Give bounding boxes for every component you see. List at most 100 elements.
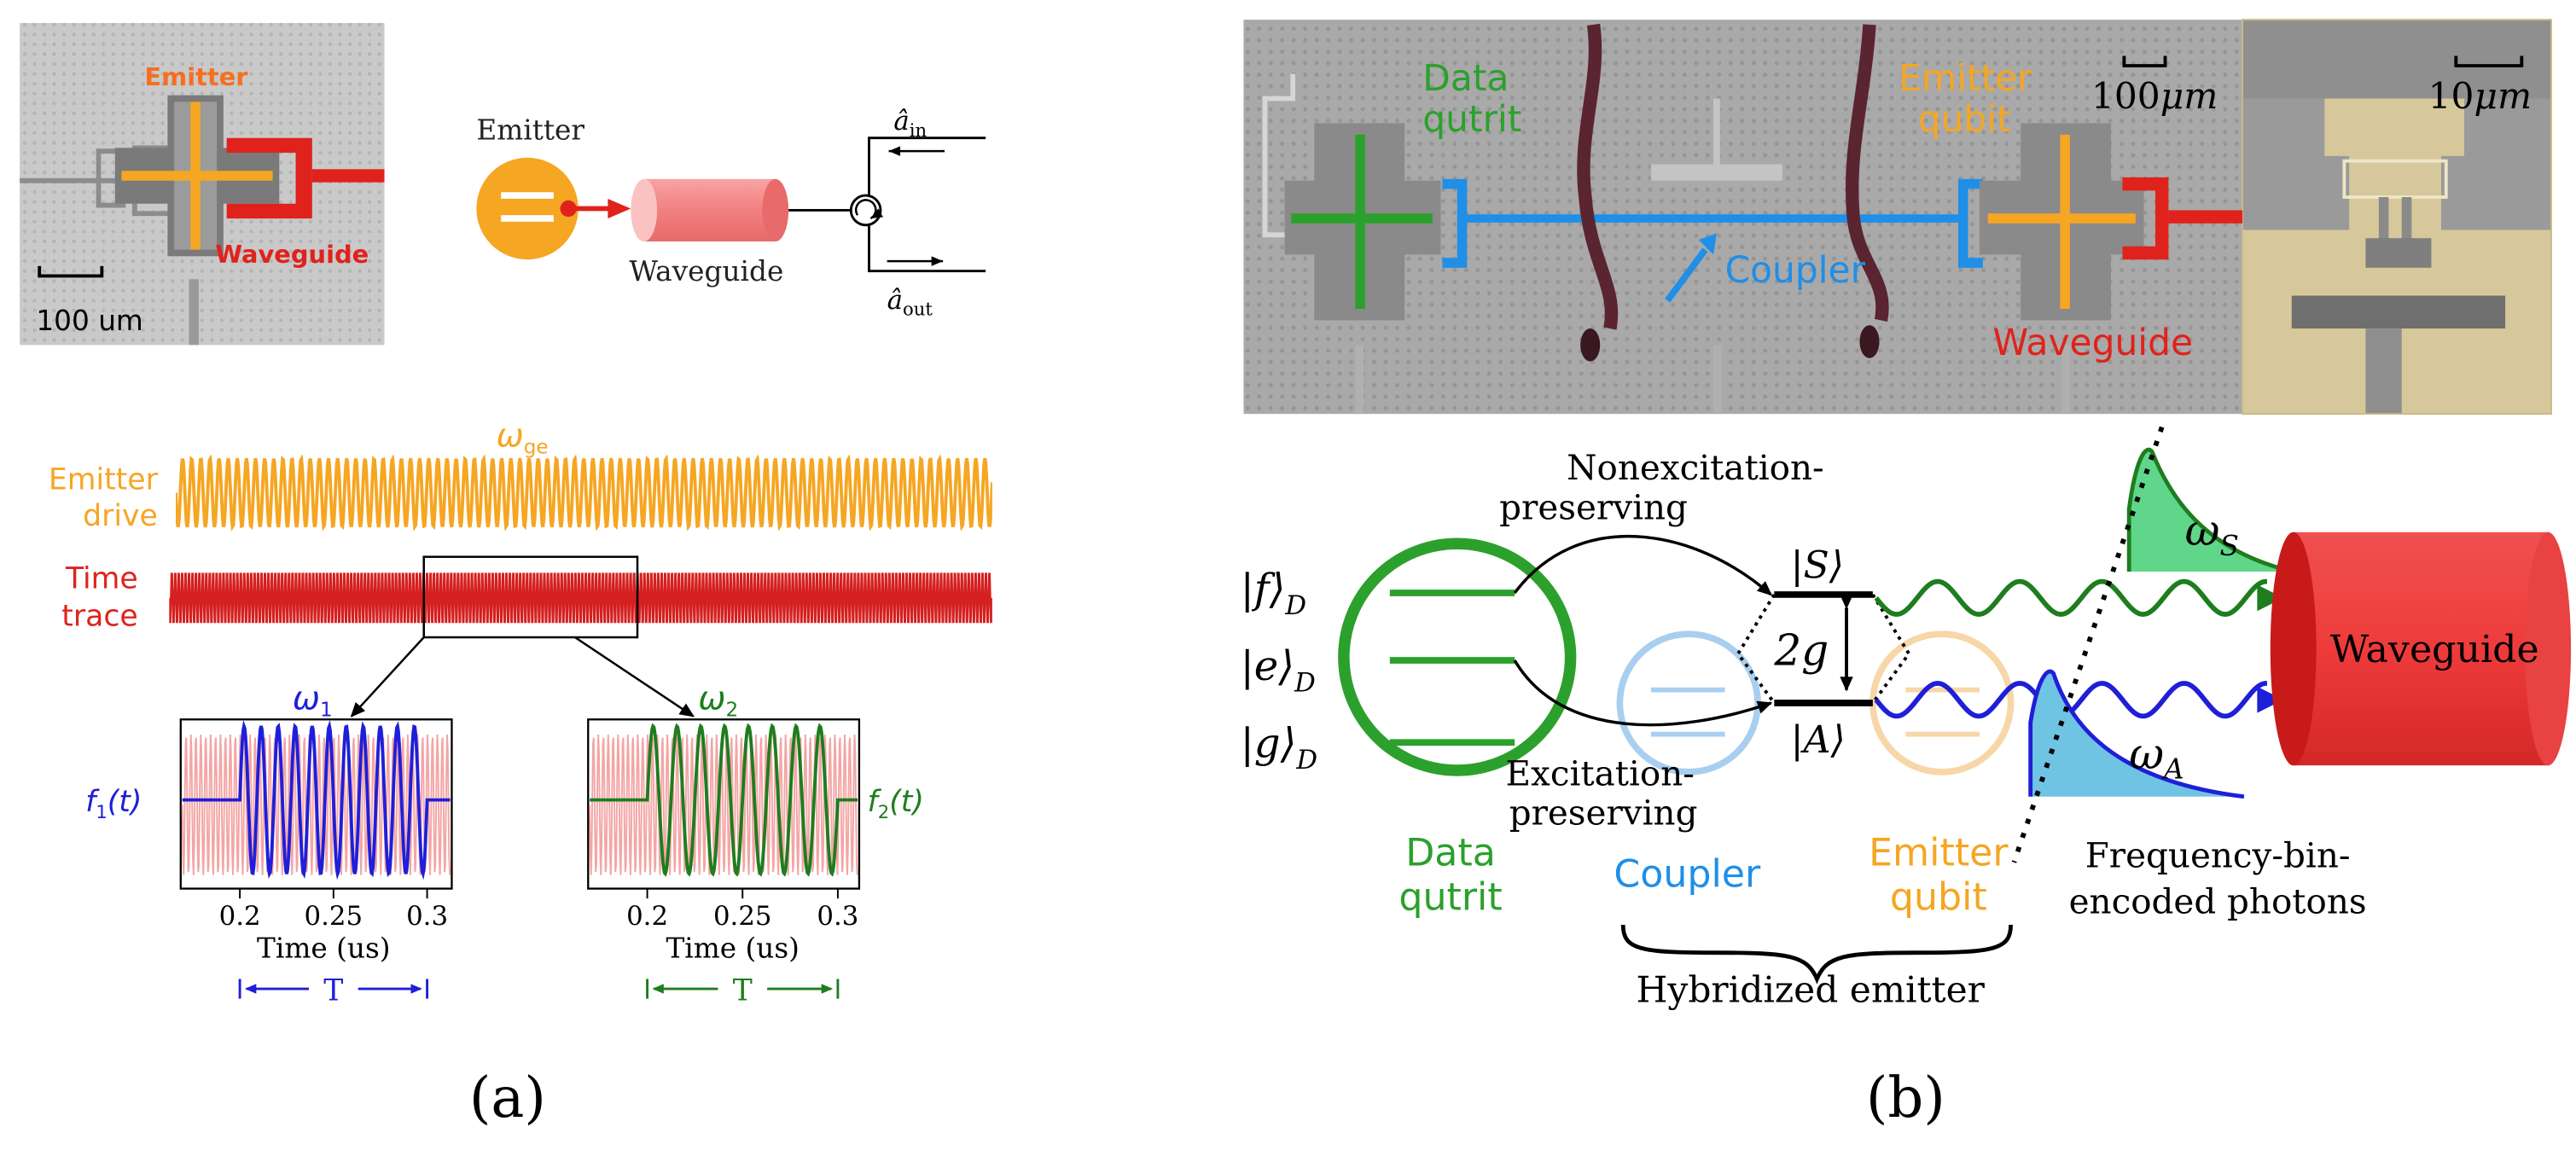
inset-omega2: ω2 f2(t) 0.2 0.25 0.3 Time (us) T bbox=[587, 680, 924, 1008]
omega-ge-symbol: ω bbox=[496, 417, 523, 456]
inset-omega1: ω1 f1(t) 0.2 0.25 0.3 Time (us) T bbox=[85, 680, 453, 1008]
panel-b-scheme: Nonexcitation- preserving |f⟩D |e⟩D |g⟩D… bbox=[1241, 426, 2572, 1010]
ket-S: |S⟩ bbox=[1791, 544, 1845, 588]
inset1-xtick-2: 0.3 bbox=[406, 901, 448, 932]
omega-S-subscript: S bbox=[2219, 530, 2238, 562]
svg-text:|e⟩D: |e⟩D bbox=[1241, 642, 1316, 698]
emitter-drive-label-2: drive bbox=[83, 499, 158, 533]
exc-label-2: preserving bbox=[1509, 793, 1698, 834]
ket-e: |e⟩ bbox=[1241, 642, 1294, 690]
nonexc-label-2: preserving bbox=[1499, 486, 1688, 527]
ket-f: |f⟩ bbox=[1241, 566, 1286, 613]
scale-bar-2-value: 10 bbox=[2428, 75, 2474, 117]
coupler-circle bbox=[1616, 630, 1761, 776]
emitter-circle bbox=[1869, 630, 2015, 776]
micrograph-emitter-label-1: Emitter bbox=[1899, 57, 2032, 99]
zoom-window bbox=[422, 555, 639, 639]
micrograph-waveguide-label: Waveguide bbox=[1992, 322, 2193, 363]
photon-wave-S bbox=[1874, 578, 2267, 617]
svg-text:f1(t): f1(t) bbox=[85, 785, 142, 822]
panel-a-micrograph: Emitter Waveguide 100 um bbox=[20, 22, 385, 346]
photons-label-2: encoded photons bbox=[2069, 880, 2367, 921]
data-qutrit-label-2: qutrit bbox=[1398, 876, 1502, 920]
ket-f-sub: D bbox=[1284, 590, 1306, 621]
inset2-signal-wave bbox=[590, 723, 858, 877]
data-qutrit-label-1: Data bbox=[1405, 832, 1496, 875]
ket-g-sub: D bbox=[1295, 745, 1317, 776]
inset2-background-wave bbox=[589, 735, 858, 875]
hybridized-brace bbox=[1620, 924, 2013, 985]
omega2-symbol: ω bbox=[698, 680, 725, 718]
emitter-qubit-label-1: Emitter bbox=[1869, 832, 2009, 875]
micrograph-data-label-1: Data bbox=[1422, 57, 1509, 99]
schematic-waveguide-label: Waveguide bbox=[629, 255, 783, 288]
f2-arg: (t) bbox=[889, 785, 924, 819]
inset1-period: T bbox=[323, 974, 343, 1008]
omega-A-subscript: A bbox=[2161, 753, 2184, 786]
a-out-subscript: out bbox=[903, 299, 933, 320]
coupling-label: 2g bbox=[1773, 626, 1829, 676]
inset1-xtick-0: 0.2 bbox=[219, 901, 261, 932]
micrograph-data-label-2: qutrit bbox=[1422, 98, 1521, 140]
waveguide-label: Waveguide bbox=[2330, 628, 2539, 671]
micrograph-emitter-label: Emitter bbox=[144, 62, 248, 91]
ket-A: |A⟩ bbox=[1791, 718, 1846, 762]
svg-text:|g⟩D: |g⟩D bbox=[1241, 720, 1318, 776]
time-trace-wave bbox=[169, 572, 992, 624]
omega-S-symbol: ω bbox=[2185, 506, 2220, 555]
a-out-symbol: â bbox=[887, 285, 903, 316]
panel-b-micrograph: Data qutrit Emitter qubit Coupler Wavegu… bbox=[1243, 19, 2552, 415]
photons-label-1: Frequency-bin- bbox=[2085, 835, 2351, 876]
a-in-symbol: â bbox=[893, 106, 909, 137]
ket-e-sub: D bbox=[1294, 668, 1316, 699]
ket-g: |g⟩ bbox=[1241, 720, 1297, 768]
inset2-xtick-1: 0.25 bbox=[713, 901, 772, 932]
micrograph-emitter-label-2: qubit bbox=[1918, 98, 2011, 140]
coupler-label: Coupler bbox=[1614, 853, 1761, 897]
inset1-xtick-1: 0.25 bbox=[305, 901, 363, 932]
omega2-subscript: 2 bbox=[726, 699, 739, 721]
inset2-xlabel: Time (us) bbox=[666, 932, 799, 964]
svg-text:ωge: ωge bbox=[496, 417, 548, 459]
emitter-qubit-label-2: qubit bbox=[1890, 876, 1987, 920]
svg-text:ω1: ω1 bbox=[293, 680, 333, 722]
a-in-subscript: in bbox=[910, 119, 927, 141]
inset1-xlabel: Time (us) bbox=[257, 932, 390, 964]
omega1-subscript: 1 bbox=[320, 699, 333, 721]
photon-pulse-S bbox=[2129, 450, 2294, 572]
inset1-signal-wave bbox=[182, 719, 451, 880]
micrograph-waveguide-label: Waveguide bbox=[215, 240, 369, 269]
f1-arg: (t) bbox=[108, 785, 142, 819]
panel-a-schematic: Emitter Waveguide âin âout bbox=[476, 106, 986, 320]
time-trace-label-2: trace bbox=[61, 600, 137, 634]
inset2-xtick-0: 0.2 bbox=[626, 901, 668, 932]
f1-subscript: 1 bbox=[96, 801, 107, 822]
omega1-symbol: ω bbox=[293, 680, 320, 718]
svg-text:10μm: 10μm bbox=[2428, 75, 2532, 117]
scale-bar-1-unit: μm bbox=[2160, 75, 2218, 117]
schematic-emitter-label: Emitter bbox=[476, 114, 584, 147]
scale-bar-2-unit: μm bbox=[2474, 75, 2532, 117]
data-qutrit-circle bbox=[1338, 537, 1577, 776]
svg-text:âin: âin bbox=[893, 106, 927, 141]
inset2-xtick-2: 0.3 bbox=[817, 901, 858, 932]
exc-label-1: Excitation- bbox=[1506, 752, 1695, 793]
nonexc-label-1: Nonexcitation- bbox=[1567, 447, 1824, 488]
svg-text:ω2: ω2 bbox=[698, 680, 738, 722]
svg-text:âout: âout bbox=[887, 285, 933, 320]
scale-bar-label: 100 um bbox=[36, 305, 142, 337]
emitter-drive-wave bbox=[176, 455, 992, 531]
scale-bar-1-value: 100 bbox=[2091, 75, 2160, 117]
hybridized-label: Hybridized emitter bbox=[1636, 968, 1985, 1010]
f2-subscript: 2 bbox=[878, 801, 889, 822]
inset2-period: T bbox=[733, 974, 753, 1008]
photon-pulse-A bbox=[2030, 671, 2244, 797]
svg-text:ωS: ωS bbox=[2185, 506, 2239, 562]
panel-b-label: (b) bbox=[1866, 1066, 1945, 1130]
svg-text:100μm: 100μm bbox=[2091, 75, 2218, 117]
omega-ge-subscript: ge bbox=[524, 436, 549, 458]
micrograph-coupler-label: Coupler bbox=[1725, 249, 1866, 291]
svg-text:|f⟩D: |f⟩D bbox=[1241, 566, 1307, 621]
